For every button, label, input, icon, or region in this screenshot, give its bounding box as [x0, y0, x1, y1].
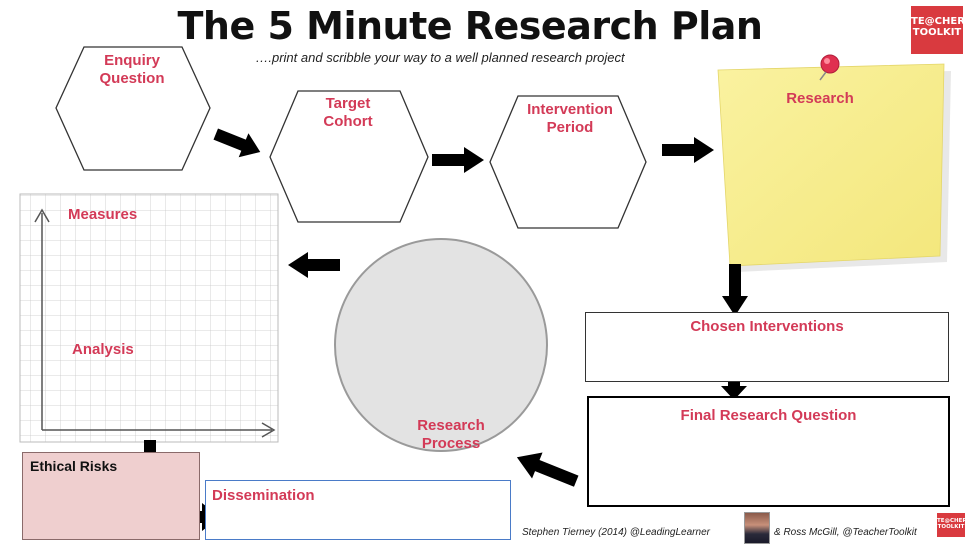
small-logo-line-1: TE@CHER — [937, 518, 967, 524]
target-cohort-label: Target Cohort — [323, 95, 373, 130]
y-axis-arrowhead — [34, 208, 50, 223]
pin-highlight — [824, 58, 830, 64]
credit-right: & Ross McGill, @TeacherToolkit — [774, 527, 917, 538]
x-axis-arrowhead — [261, 422, 276, 438]
arrow-cohort-to-intervention — [432, 147, 484, 173]
chosen-interventions-label: Chosen Interventions — [690, 318, 844, 335]
enquiry-question-label: Enquiry Question — [99, 52, 165, 87]
arrow-process-to-measures — [288, 252, 340, 278]
small-logo-line-2: TOOLKIT — [937, 523, 965, 530]
research-process-label: Research Process — [417, 417, 485, 452]
arrow-final-to-process — [516, 452, 579, 487]
measures-grid — [19, 193, 279, 443]
hexagon-intervention-period — [489, 95, 647, 229]
final-research-question-box — [587, 396, 950, 507]
page-subtitle: ….print and scribble your way to a well … — [255, 50, 625, 65]
dissemination-box — [205, 480, 511, 540]
research-label: Research — [786, 90, 854, 107]
logo-line-1: TE@CHER — [911, 16, 965, 27]
measures-label: Measures — [68, 206, 138, 223]
teacher-toolkit-logo-small: TE@CHER TOOLKIT — [937, 513, 967, 537]
arrow-research-to-chosen — [722, 264, 748, 316]
teacher-toolkit-logo: TE@CHER TOOLKIT — [911, 6, 965, 54]
credit-left: Stephen Tierney (2014) @LeadingLearner — [522, 527, 710, 538]
hexagon-target-cohort — [269, 90, 429, 223]
pin-icon — [820, 54, 840, 74]
ethical-risks-label: Ethical Risks — [30, 458, 118, 474]
author-avatar — [744, 512, 770, 544]
intervention-period-label: Intervention Period — [527, 101, 613, 136]
final-research-question-label: Final Research Question — [680, 407, 857, 424]
page-title: The 5 Minute Research Plan — [177, 4, 763, 48]
hexagon-enquiry-question — [55, 46, 211, 171]
dissemination-label: Dissemination — [212, 487, 315, 504]
arrow-intervention-to-research — [662, 137, 714, 163]
analysis-label: Analysis — [72, 341, 134, 358]
sticky-note — [717, 63, 945, 267]
research-process-circle — [334, 238, 548, 452]
arrow-chosen-to-final — [721, 374, 747, 400]
logo-line-2: TOOLKIT — [912, 26, 962, 38]
arrow-enquiry-to-cohort — [213, 128, 261, 158]
chosen-interventions-box — [585, 312, 949, 382]
pin-needle — [819, 71, 827, 81]
ethical-risks-box — [22, 452, 200, 540]
